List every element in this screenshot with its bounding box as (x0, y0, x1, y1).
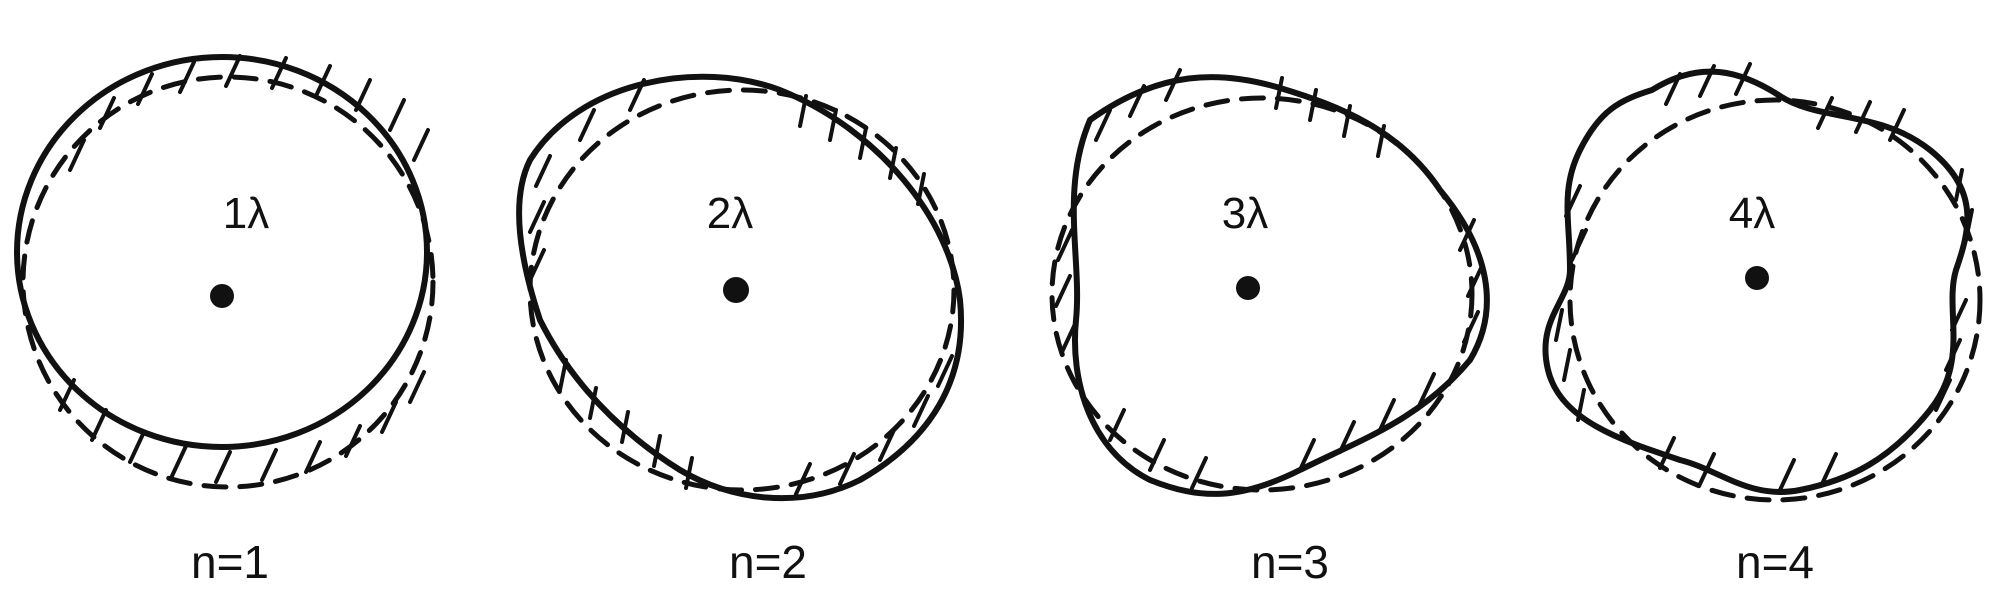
mode-number-label: n=4 (1736, 536, 1814, 588)
deformed-ring-outline (516, 73, 964, 502)
reference-circle (1049, 95, 1475, 493)
deformed-ring-outline (1070, 74, 1490, 497)
wavelength-label: 4λ (1729, 189, 1775, 238)
center-dot (210, 284, 234, 308)
mode-panel-3: 3λ n=3 (1049, 68, 1490, 588)
reference-circle (1567, 97, 1983, 503)
center-dot (1236, 276, 1260, 300)
center-dot (723, 277, 749, 303)
mode-number-label: n=1 (191, 536, 269, 588)
mode-number-label: n=3 (1251, 536, 1329, 588)
deformed-ring-outline (14, 54, 430, 450)
center-dot (1745, 266, 1769, 290)
wavelength-label: 2λ (707, 189, 753, 238)
wavelength-label: 1λ (223, 189, 269, 238)
mode-panel-2: 2λ n=2 (516, 73, 964, 588)
mode-number-label: n=2 (729, 536, 807, 588)
mode-panel-4: 4λ n=4 (1542, 62, 1983, 588)
mode-panel-1: 1λ n=1 (14, 54, 436, 588)
wavelength-label: 3λ (1222, 189, 1268, 238)
deformed-ring-outline (1542, 68, 1971, 495)
reference-circle (20, 74, 436, 490)
